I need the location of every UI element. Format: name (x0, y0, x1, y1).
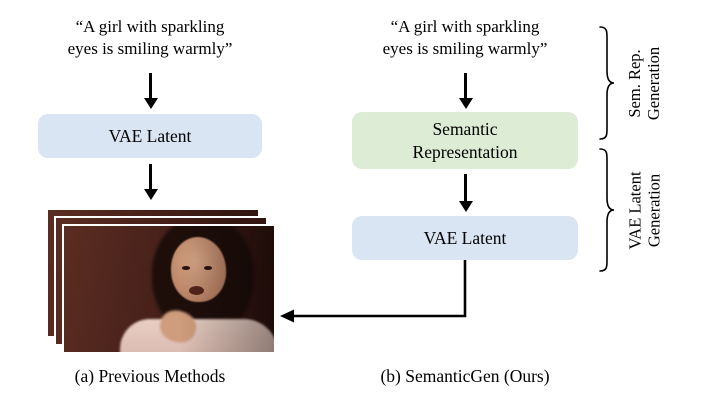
semantic-representation-box: Semantic Representation (352, 112, 578, 169)
arrow-head (458, 201, 473, 212)
side-label-line: Generation (645, 46, 664, 120)
vae-latent-label: VAE Latent (423, 227, 507, 248)
vae-latent-generation-label: VAE Latent Generation (617, 148, 673, 272)
vae-latent-label: VAE Latent (108, 125, 192, 146)
arrow-head (143, 98, 158, 109)
semantic-representation-label: Representation (412, 141, 518, 162)
girl-photo (64, 226, 274, 352)
side-label-line: VAE Latent (625, 170, 645, 250)
curly-brace-icon (599, 26, 615, 140)
arrow-head (458, 98, 473, 109)
sem-rep-generation-label: Sem. Rep. Generation (617, 26, 673, 140)
arrow-stem (464, 73, 467, 98)
prompt-text-right: “A girl with sparkling eyes is smiling w… (343, 16, 587, 61)
down-arrow-icon (458, 73, 473, 109)
video-frame-front (62, 224, 276, 354)
girl-eye (204, 266, 212, 270)
caption-previous-methods: (a) Previous Methods (74, 366, 226, 386)
vae-latent-box-left: VAE Latent (38, 114, 262, 158)
prompt-line: eyes is smiling warmly” (382, 39, 548, 59)
prompt-text-left: “A girl with sparkling eyes is smiling w… (28, 16, 272, 61)
arrow-stem (149, 73, 152, 98)
elbow-arrow-icon (280, 260, 467, 323)
girl-eye (182, 266, 190, 270)
prompt-line: “A girl with sparkling (75, 17, 225, 36)
down-arrow-icon (458, 174, 473, 212)
side-label-line: Generation (645, 173, 664, 247)
vae-latent-box-right: VAE Latent (352, 216, 578, 260)
down-arrow-icon (143, 73, 158, 109)
semantic-representation-label: Semantic (432, 119, 498, 140)
curly-brace-icon (599, 148, 615, 272)
arrow-stem (149, 164, 152, 189)
down-arrow-icon (143, 164, 158, 200)
photo-vignette (64, 226, 274, 352)
video-frame-stack (46, 208, 280, 358)
arrow-head (143, 189, 158, 200)
prompt-line: eyes is smiling warmly” (67, 39, 233, 59)
girl-body (120, 319, 274, 352)
caption-semanticgen: (b) SemanticGen (Ours) (380, 366, 550, 386)
prompt-line: “A girl with sparkling (390, 17, 540, 36)
girl-mouth (189, 286, 204, 295)
side-label-line: Sem. Rep. (625, 48, 645, 118)
arrow-stem (464, 174, 467, 201)
